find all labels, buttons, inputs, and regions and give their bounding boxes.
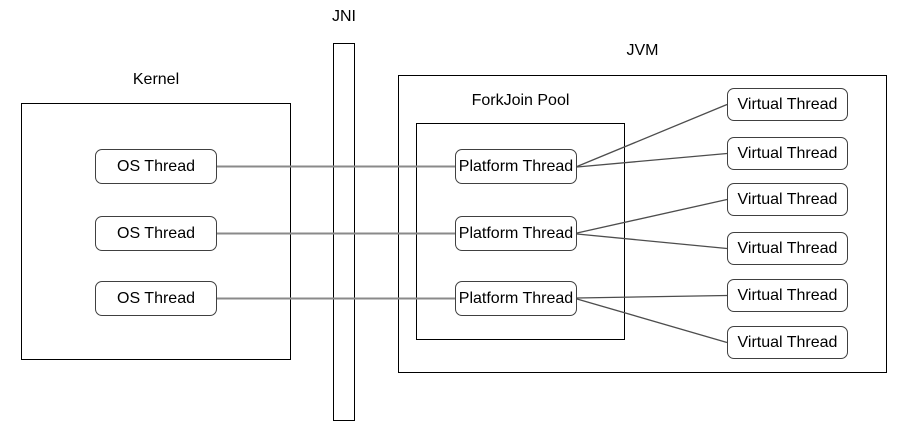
virtual-thread-node: Virtual Thread: [727, 326, 848, 359]
jvm-label: JVM: [626, 42, 659, 59]
jni-bar: [333, 43, 355, 421]
forkjoin-pool-label: ForkJoin Pool: [471, 92, 570, 109]
os-thread-node: OS Thread: [95, 281, 217, 316]
virtual-thread-node: Virtual Thread: [727, 88, 848, 121]
jni-label: JNI: [332, 8, 356, 25]
virtual-thread-node: Virtual Thread: [727, 279, 848, 312]
platform-thread-node: Platform Thread: [455, 216, 577, 251]
kernel-label: Kernel: [132, 71, 180, 88]
virtual-thread-node: Virtual Thread: [727, 232, 848, 265]
os-thread-node: OS Thread: [95, 149, 217, 184]
platform-thread-node: Platform Thread: [455, 281, 577, 316]
kernel-group-box: [21, 103, 291, 360]
jvm-group-box: [398, 75, 887, 373]
virtual-thread-node: Virtual Thread: [727, 137, 848, 170]
platform-thread-node: Platform Thread: [455, 149, 577, 184]
os-thread-node: OS Thread: [95, 216, 217, 251]
virtual-thread-node: Virtual Thread: [727, 183, 848, 216]
